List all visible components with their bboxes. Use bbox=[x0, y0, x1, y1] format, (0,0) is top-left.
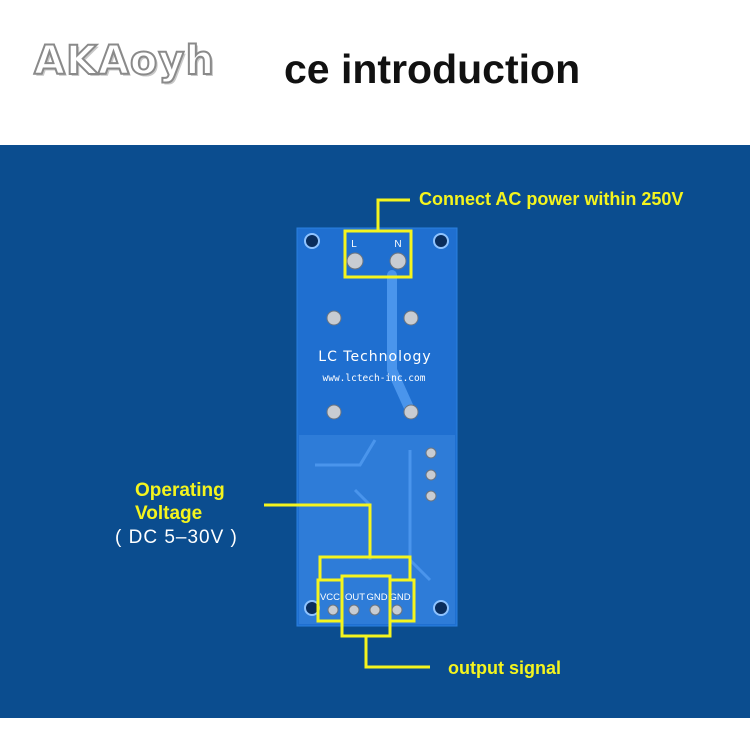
operating-voltage-range: ( DC 5–30V ) bbox=[115, 527, 238, 548]
pin-label-vcc: VCC bbox=[320, 592, 340, 603]
output-callout-leader bbox=[364, 636, 430, 669]
ac-callout-leader bbox=[376, 198, 410, 231]
brand-logo: AKAoyh bbox=[33, 37, 215, 85]
ac-power-label: Connect AC power within 250V bbox=[419, 189, 684, 209]
pin-header-pads bbox=[327, 604, 403, 616]
pin-label-gnd: GND bbox=[366, 592, 387, 603]
voltage-callout-leader bbox=[264, 503, 412, 580]
operating-voltage-label-line1: Operating bbox=[135, 480, 225, 501]
pcb-trace bbox=[387, 270, 415, 415]
output-signal-label: output signal bbox=[448, 658, 561, 678]
terminal-label-l: L bbox=[351, 239, 357, 250]
page-title: ce introduction bbox=[284, 46, 581, 92]
pin-callout-box-right bbox=[388, 578, 416, 623]
header-bar: AKAoyh ce introduction bbox=[0, 0, 750, 145]
pin-label-gnd-2: GND bbox=[389, 592, 410, 603]
operating-voltage-label-line2: Voltage bbox=[135, 503, 203, 524]
pin-label-out: OUT bbox=[345, 592, 365, 603]
board-brand-text: LC Technology bbox=[318, 349, 431, 365]
solder-pads bbox=[326, 252, 437, 502]
terminal-label-n: N bbox=[394, 239, 401, 250]
board-url-text: www.lctech-inc.com bbox=[323, 373, 426, 384]
footer-strip bbox=[0, 718, 750, 750]
